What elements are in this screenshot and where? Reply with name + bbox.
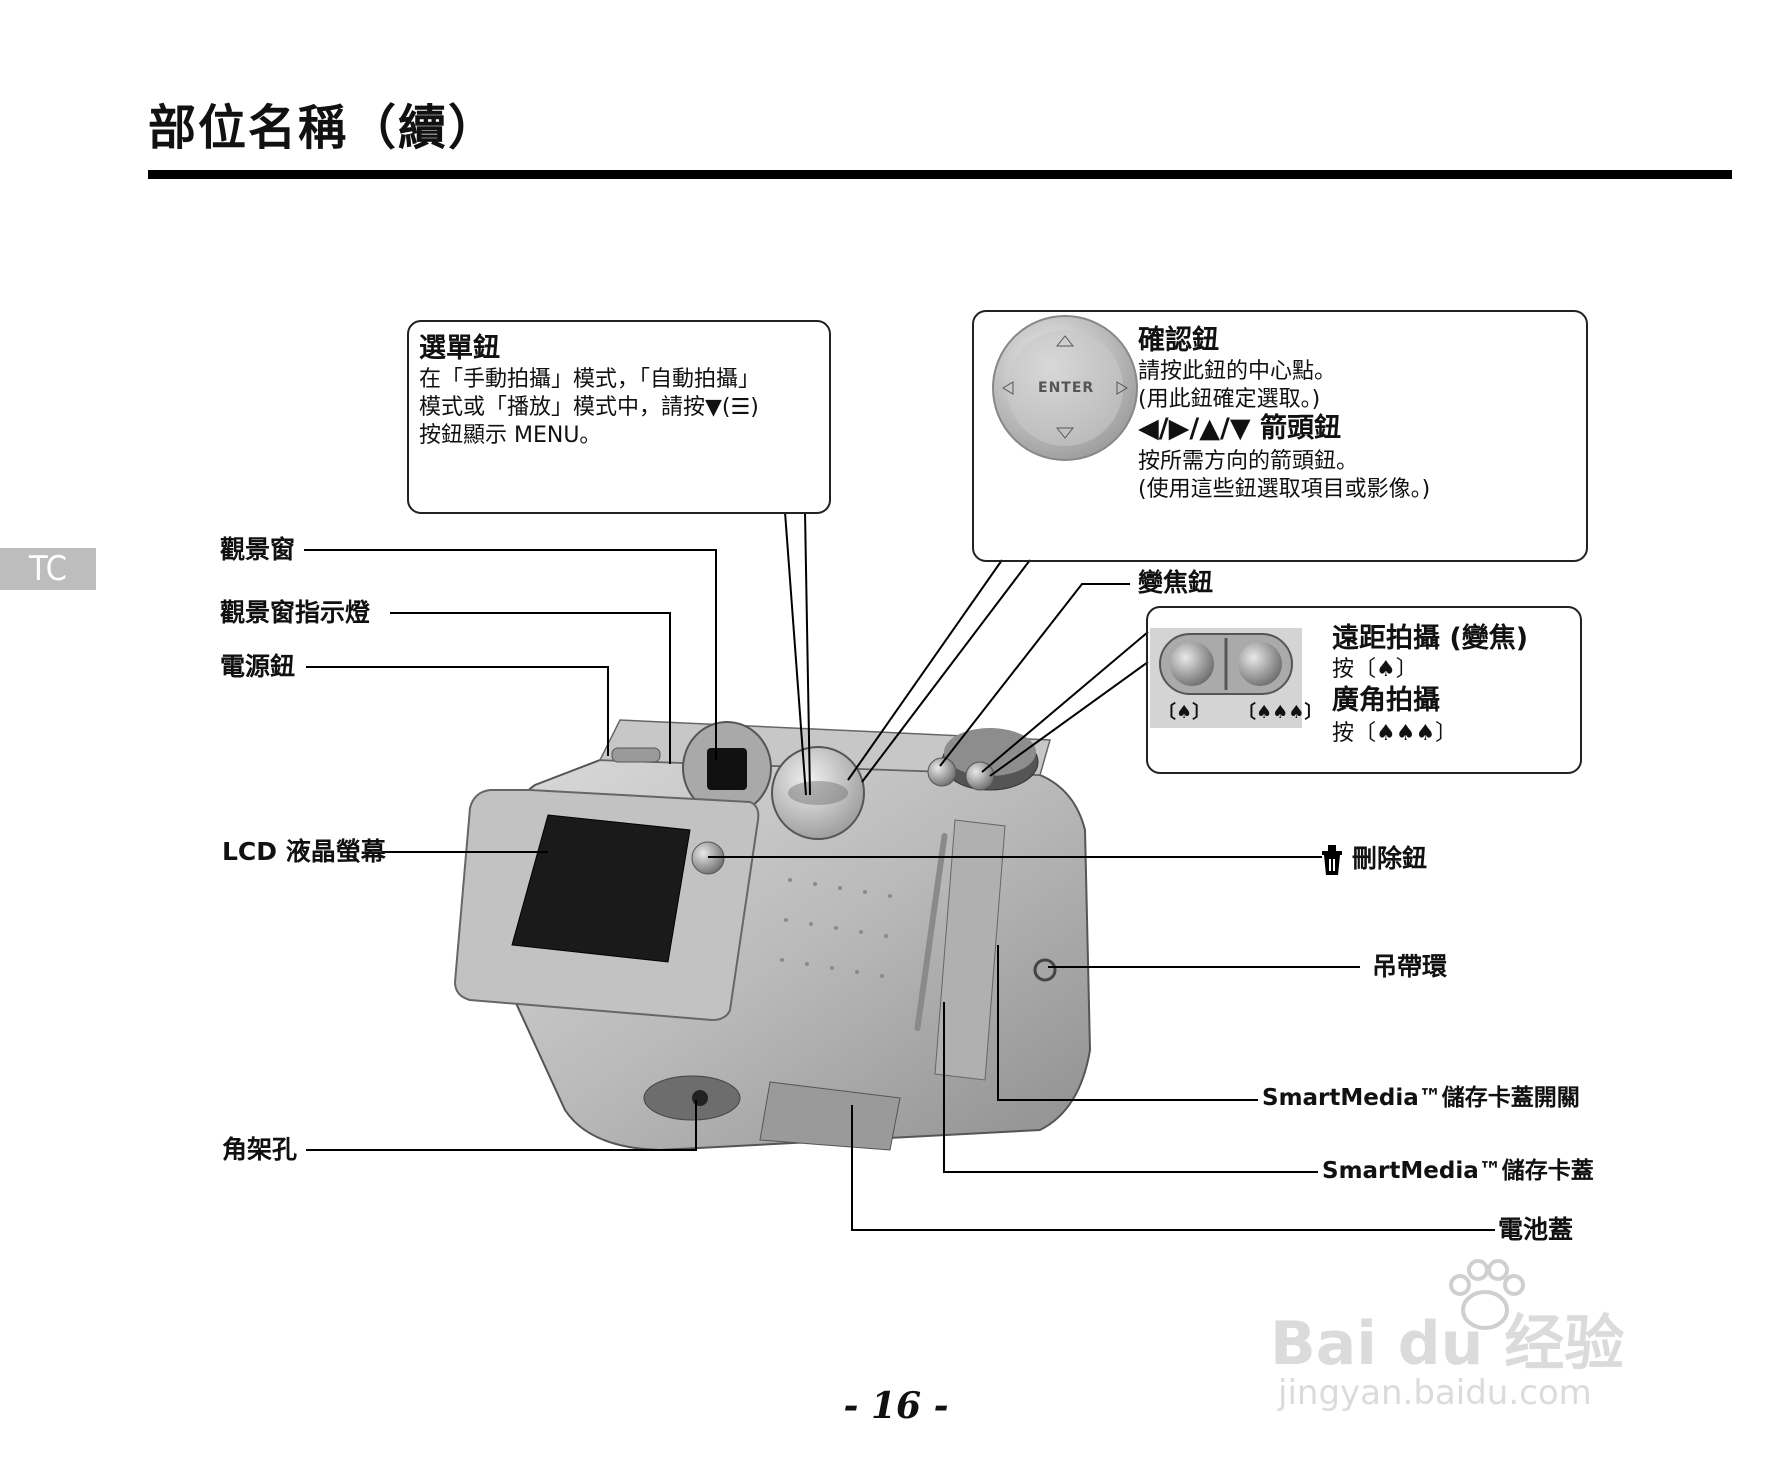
- camera-illustration: [453, 719, 1092, 1152]
- enter-button-callout: ENTER 確認鈕 請按此鈕的中心點。 (用此鈕確定選取。) ◀/▶/▲/▼ 箭…: [972, 310, 1588, 562]
- tele-icon-label: 〔♠〕: [1158, 702, 1211, 723]
- delete-button-label: 刪除鈕: [1352, 844, 1428, 873]
- zoom-buttons-icon: [1150, 628, 1302, 728]
- power-button-label: 電源鈕: [220, 652, 296, 681]
- tripod-socket-label: 角架孔: [222, 1135, 298, 1164]
- menu-button-text-2: 模式或「播放」模式中，請按▼(☰): [419, 395, 759, 420]
- battery-cover-label: 電池蓋: [1498, 1215, 1574, 1244]
- wide-press-text: 按〔♠♠♠〕: [1332, 721, 1458, 746]
- smartmedia-cover-label: SmartMedia™儲存卡蓋: [1322, 1158, 1594, 1184]
- baidu-watermark: Bai du 经验 jingyan.baidu.com: [1270, 1255, 1710, 1415]
- zoom-button-label: 變焦鈕: [1138, 568, 1214, 597]
- viewfinder-label: 觀景窗: [220, 535, 296, 564]
- watermark-url: jingyan.baidu.com: [1278, 1373, 1592, 1413]
- trash-icon: [1322, 845, 1342, 875]
- menu-button-text-3: 按鈕顯示 MENU。: [419, 423, 602, 448]
- strap-mount-label: 吊帶環: [1372, 952, 1448, 981]
- tele-press-text: 按〔♠〕: [1332, 657, 1418, 682]
- title-rule: [148, 170, 1732, 179]
- menu-button-callout: 選單鈕 在「手動拍攝」模式，「自動拍攝」 模式或「播放」模式中，請按▼(☰) 按…: [407, 320, 831, 514]
- arrow-buttons-heading: ◀/▶/▲/▼ 箭頭鈕: [1138, 413, 1342, 444]
- enter-button-text-1: 請按此鈕的中心點。: [1138, 359, 1337, 384]
- lcd-monitor-label: LCD 液晶螢幕: [222, 837, 386, 866]
- smartmedia-cover-switch-label: SmartMedia™儲存卡蓋開關: [1262, 1085, 1580, 1111]
- page-title: 部位名稱（續）: [148, 100, 499, 156]
- arrow-buttons-text-2: (使用這些鈕選取項目或影像。): [1138, 477, 1431, 502]
- watermark-brand: Bai du 经验: [1270, 1309, 1625, 1379]
- enter-button-heading: 確認鈕: [1138, 325, 1219, 356]
- side-tab-tc: TC: [0, 548, 96, 590]
- arrow-buttons-text-1: 按所需方向的箭頭鈕。: [1138, 449, 1359, 474]
- zoom-callout: 〔♠〕 〔♠♠♠〕 遠距拍攝 (變焦) 按〔♠〕 廣角拍攝 按〔♠♠♠〕: [1146, 606, 1582, 774]
- menu-button-text-1: 在「手動拍攝」模式，「自動拍攝」: [419, 367, 761, 392]
- page-number: - 16 -: [843, 1385, 949, 1427]
- wide-heading: 廣角拍攝: [1332, 685, 1440, 716]
- enter-icon-text: ENTER: [1038, 380, 1095, 396]
- enter-button-text-2: (用此鈕確定選取。): [1138, 387, 1321, 412]
- viewfinder-lamp-label: 觀景窗指示燈: [220, 598, 371, 627]
- menu-button-heading: 選單鈕: [419, 333, 500, 364]
- enter-button-icon: [992, 315, 1138, 461]
- tele-heading: 遠距拍攝 (變焦): [1332, 623, 1529, 654]
- paw-icon: [1449, 1259, 1525, 1330]
- wide-icon-label: 〔♠♠♠〕: [1238, 702, 1323, 723]
